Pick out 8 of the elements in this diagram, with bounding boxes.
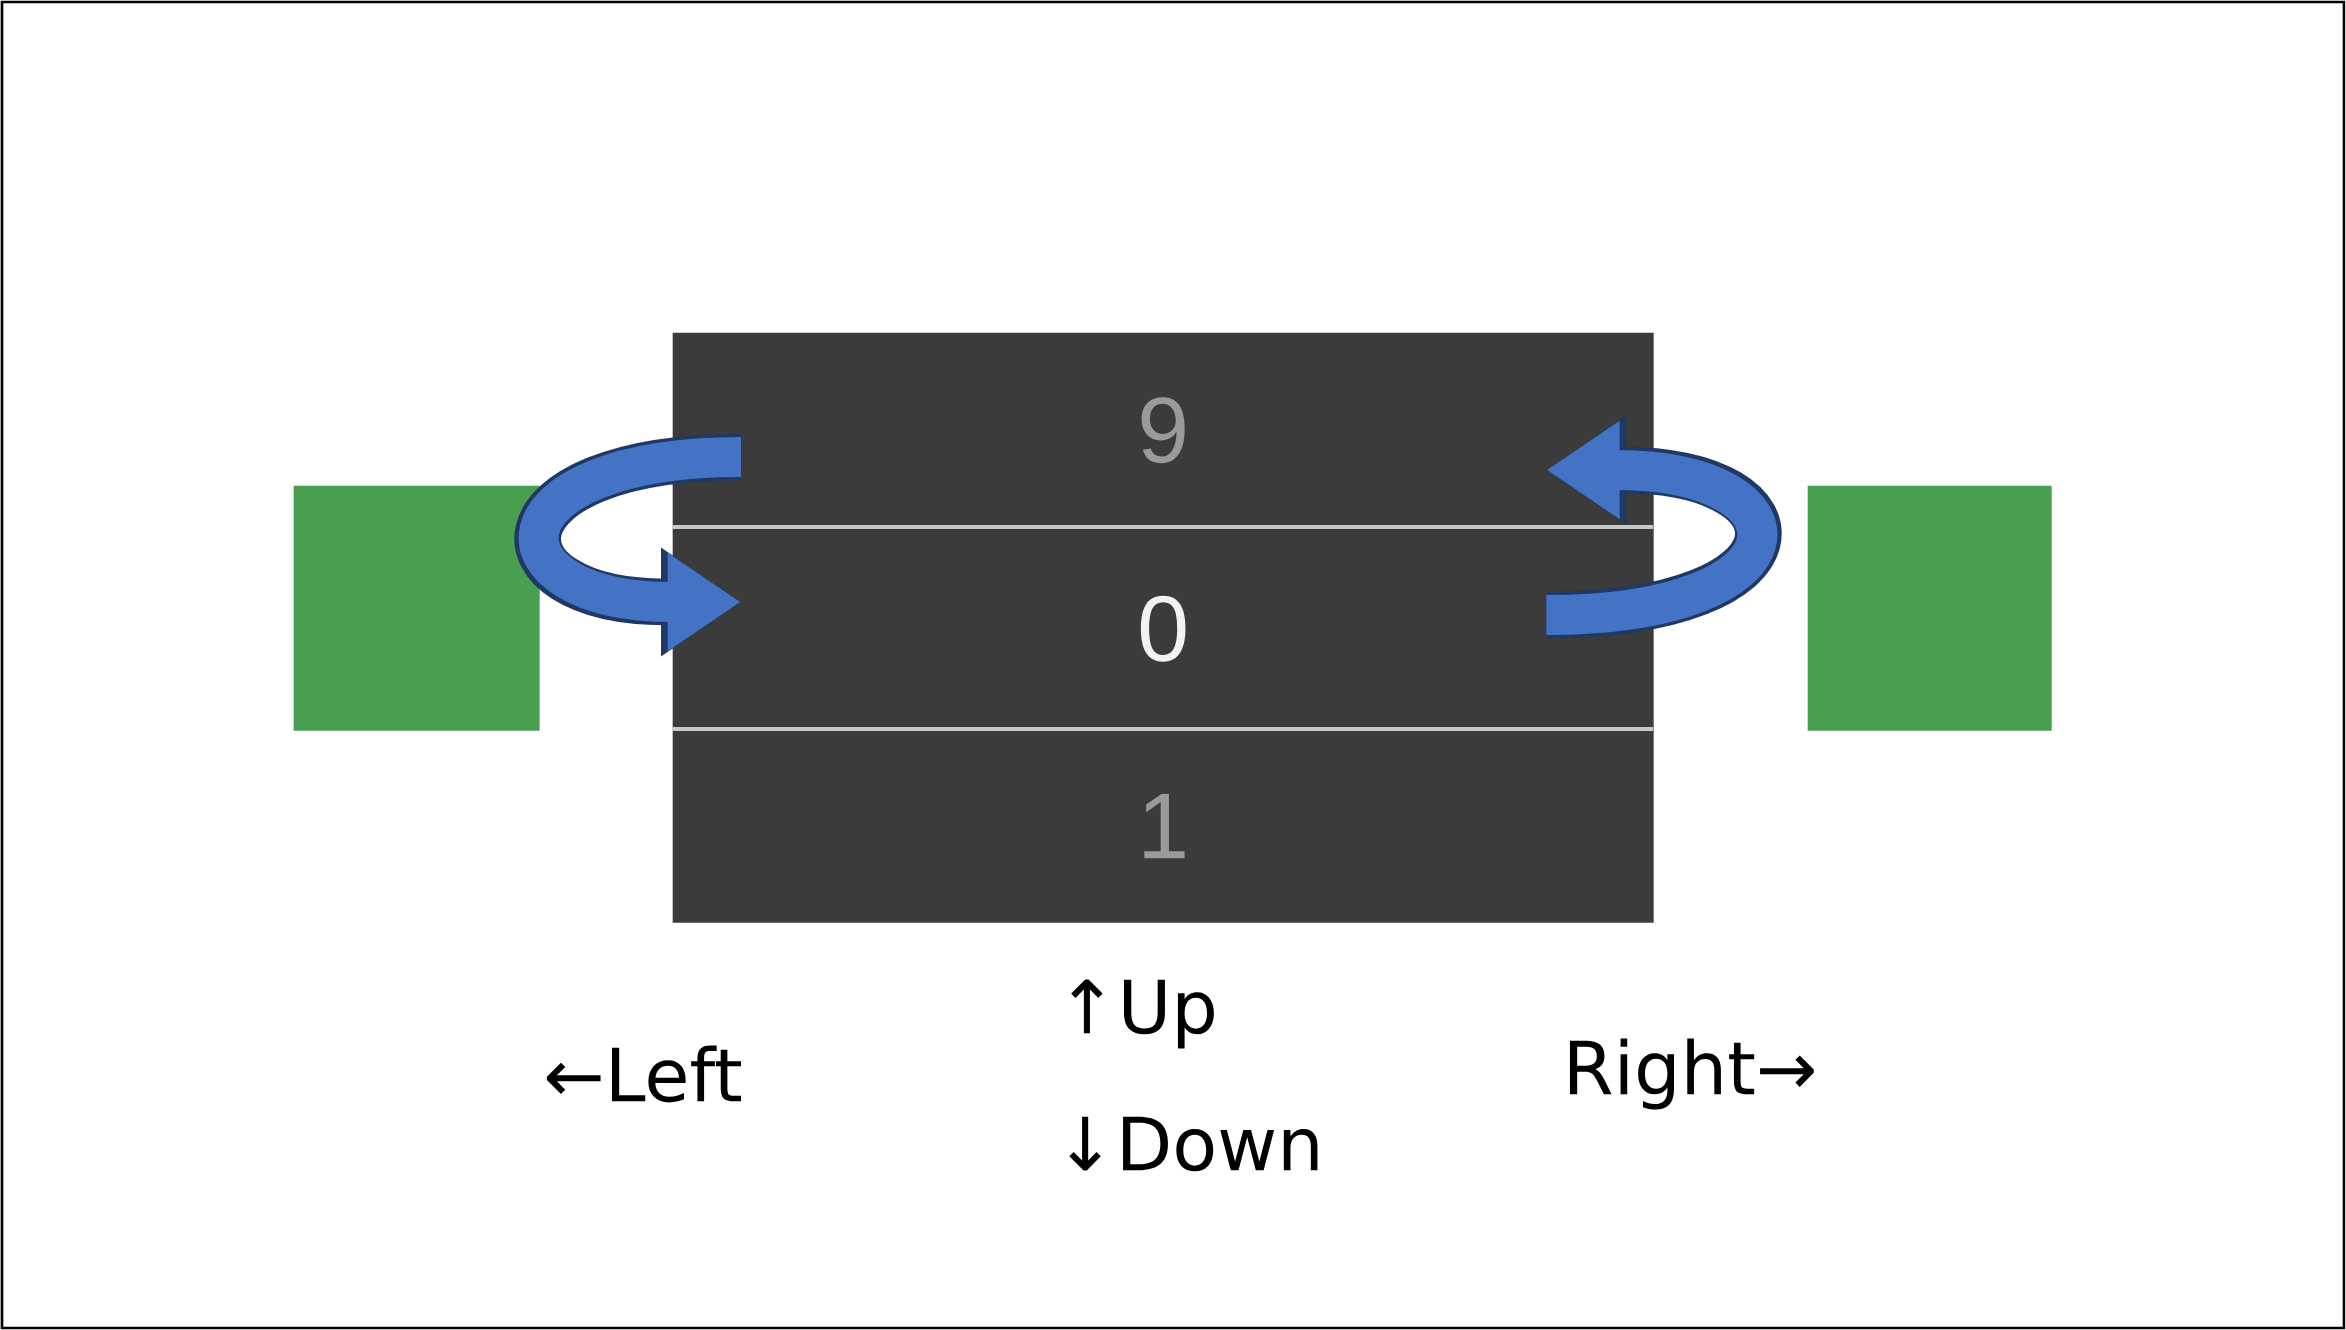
digit-row: 9 — [672, 332, 1654, 528]
digit-row: 1 — [672, 729, 1654, 923]
square-block — [1807, 485, 2052, 731]
direction-label: ←Left — [546, 1045, 741, 1103]
direction-label: ↓Down — [1069, 1116, 1318, 1172]
digit-row: 0 — [672, 527, 1654, 730]
square-block — [293, 485, 540, 731]
direction-label: Right→ — [1569, 1038, 1814, 1110]
